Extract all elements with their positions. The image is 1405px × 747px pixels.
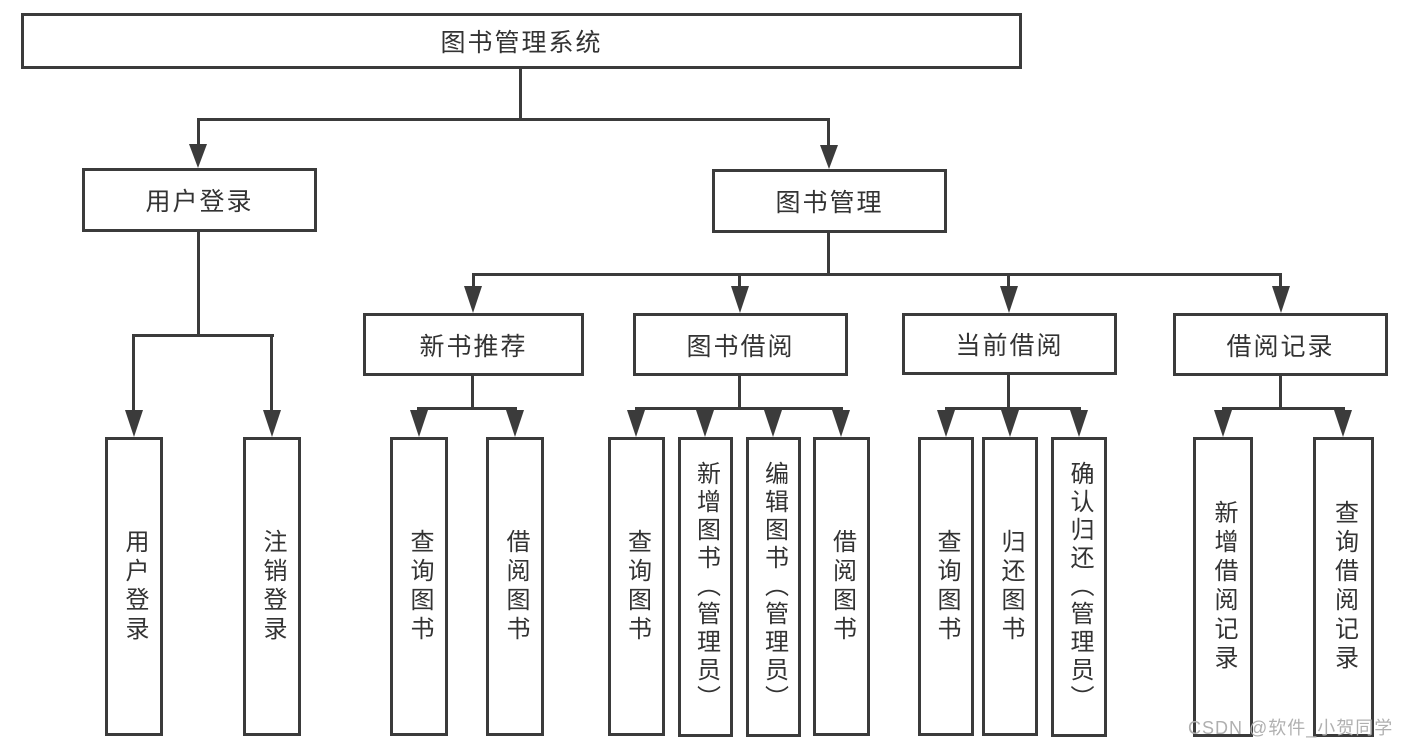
connector-l3-borrow-drop: [738, 273, 741, 289]
connector-borrow-split: [635, 407, 843, 410]
arrowhead-nb-borrow: [506, 410, 524, 437]
arrowhead-br-query: [1334, 410, 1352, 437]
leaf-br-query-record: 查询借阅记录: [1313, 437, 1374, 737]
connector-newbook-stem: [471, 376, 474, 407]
connector-mgmt-split: [472, 273, 1282, 276]
leaf-label: 新增图书（管理员）: [692, 461, 720, 713]
leaf-cb-query-books: 查询图书: [918, 437, 974, 736]
connector-l3-records-drop: [1279, 273, 1282, 289]
arrowhead-l3-newbook: [464, 286, 482, 313]
arrowhead-l3-records: [1272, 286, 1290, 313]
arrowhead-cb-return: [1001, 410, 1019, 437]
leaf-label: 新增借阅记录: [1210, 500, 1237, 674]
arrowhead-br-add: [1214, 410, 1232, 437]
leaf-bb-borrow-books: 借阅图书: [813, 437, 870, 736]
connector-book-mgmt-drop: [827, 118, 830, 146]
connector-root-split: [197, 118, 830, 121]
node-label: 借阅记录: [1226, 332, 1335, 361]
leaf-cb-return-books: 归还图书: [982, 437, 1038, 736]
node-label: 新书推荐: [419, 332, 528, 361]
connector-leaf-logout-drop: [270, 334, 273, 412]
arrowhead-l3-current: [1000, 286, 1018, 313]
connector-current-split: [945, 407, 1081, 410]
leaf-label: 借阅图书: [828, 528, 856, 645]
connector-l3-current-drop: [1007, 273, 1010, 289]
leaf-label: 借阅图书: [502, 528, 529, 645]
leaf-label: 归还图书: [997, 528, 1024, 645]
leaf-br-add-record: 新增借阅记录: [1193, 437, 1253, 737]
node-label: 图书管理系统: [440, 29, 603, 57]
arrowhead-cb-query: [937, 410, 955, 437]
node-label: 当前借阅: [955, 332, 1064, 360]
leaf-label: 查询借阅记录: [1330, 500, 1358, 674]
connector-l3-newbook-drop: [472, 273, 475, 289]
connector-records-split: [1222, 407, 1345, 410]
node-label: 图书管理: [775, 189, 884, 217]
arrowhead-bb-query: [627, 410, 645, 437]
connector-user-split: [133, 334, 274, 337]
connector-user-login-drop: [197, 118, 200, 146]
node-label: 用户登录: [145, 188, 254, 216]
leaf-label: 确认归还（管理员）: [1066, 461, 1093, 713]
arrowhead-cb-confirm: [1070, 410, 1088, 437]
node-current-borrow: 当前借阅: [902, 313, 1117, 375]
leaf-user-login: 用户登录: [105, 437, 163, 736]
arrowhead-leaf-login: [125, 410, 143, 437]
arrowhead-bb-edit: [764, 410, 782, 437]
arrowhead-book-mgmt: [820, 145, 838, 169]
node-book-management: 图书管理: [712, 169, 947, 233]
leaf-label: 查询图书: [406, 528, 433, 645]
arrowhead-l3-borrow: [731, 286, 749, 313]
leaf-label: 查询图书: [933, 528, 960, 645]
node-library-management-system: 图书管理系统: [21, 13, 1022, 69]
node-label: 图书借阅: [686, 332, 795, 361]
arrowhead-bb-add: [696, 410, 714, 437]
connector-user-stem: [197, 232, 200, 334]
node-book-borrow: 图书借阅: [633, 313, 848, 376]
leaf-logout: 注销登录: [243, 437, 301, 736]
leaf-label: 编辑图书（管理员）: [760, 461, 788, 713]
connector-mgmt-stem: [827, 233, 830, 273]
arrowhead-bb-borrow: [832, 410, 850, 437]
leaf-bb-edit-books-admin: 编辑图书（管理员）: [746, 437, 801, 737]
connector-records-stem: [1279, 376, 1282, 407]
connector-current-stem: [1007, 375, 1010, 407]
node-borrow-records: 借阅记录: [1173, 313, 1388, 376]
leaf-nb-borrow-books: 借阅图书: [486, 437, 544, 736]
leaf-label: 查询图书: [623, 528, 651, 645]
node-user-login: 用户登录: [82, 168, 317, 232]
arrowhead-user-login: [189, 144, 207, 168]
connector-borrow-stem: [738, 376, 741, 407]
leaf-nb-query-books: 查询图书: [390, 437, 448, 736]
csdn-watermark: CSDN @软件_小贺同学: [1188, 718, 1394, 738]
leaf-label: 注销登录: [259, 528, 286, 645]
arrowhead-nb-query: [410, 410, 428, 437]
leaf-cb-confirm-return-admin: 确认归还（管理员）: [1051, 437, 1107, 737]
leaf-bb-query-books: 查询图书: [608, 437, 665, 736]
leaf-label: 用户登录: [121, 528, 148, 645]
node-new-book-recommend: 新书推荐: [363, 313, 584, 376]
connector-root-stem: [519, 69, 522, 118]
connector-leaf-login-drop: [132, 334, 135, 412]
arrowhead-leaf-logout: [263, 410, 281, 437]
connector-newbook-split: [417, 407, 517, 410]
leaf-bb-add-books-admin: 新增图书（管理员）: [678, 437, 733, 737]
